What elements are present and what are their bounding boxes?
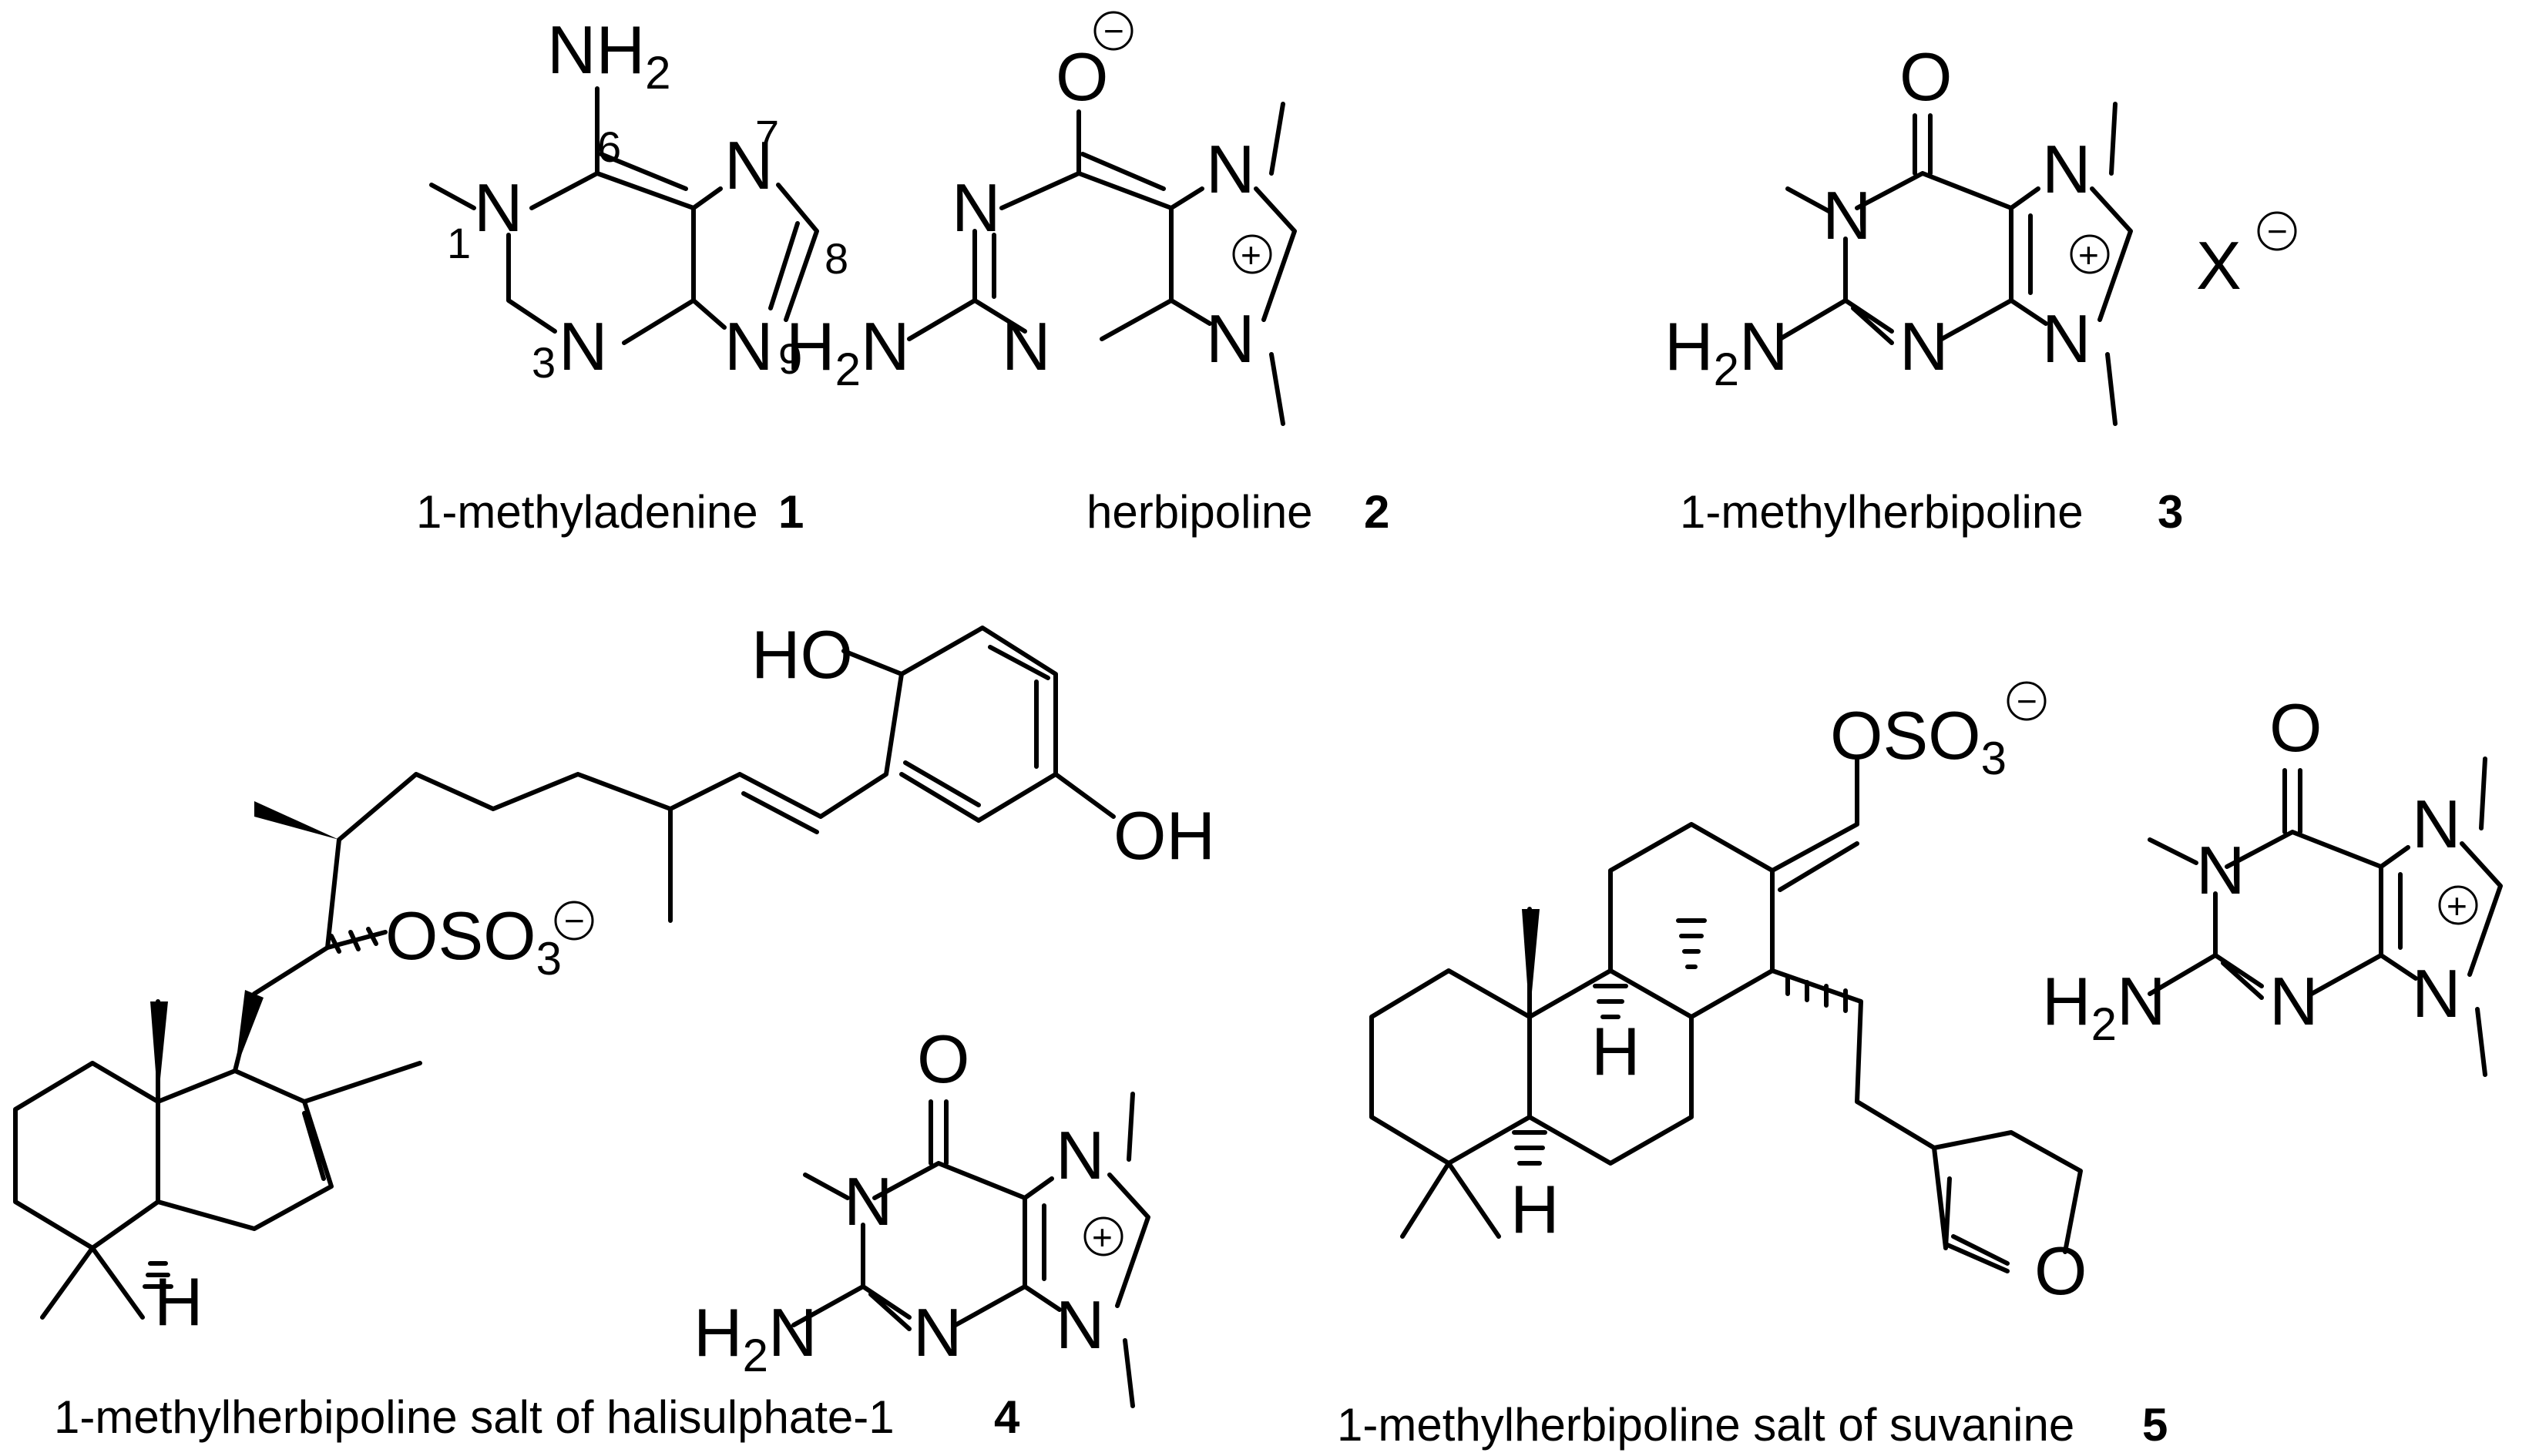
caption-4-name: 1-methylherbipoline salt of halisulphate… xyxy=(54,1391,895,1443)
s4-ho: HO xyxy=(751,616,853,693)
caption-3-number: 3 xyxy=(2158,486,2183,538)
s1-n3: N xyxy=(559,308,608,384)
s4-cation-plus-sign: + xyxy=(1092,1217,1113,1257)
s2-n3: N xyxy=(1002,308,1051,384)
s4-cation-h2n: H2N xyxy=(694,1294,818,1381)
s4-cation-n1: N xyxy=(844,1163,893,1240)
s4-h-hash xyxy=(143,1261,173,1289)
s2-o-charge xyxy=(1093,11,1134,51)
s2-n9: N xyxy=(1206,300,1255,377)
s5-cation-n7: N xyxy=(2412,786,2461,862)
s4-oso3-hash xyxy=(325,927,388,954)
structure-suvanine-salt: OSO3 − H H O O N N N N H2N + xyxy=(1369,681,2503,1309)
s1-bonds xyxy=(429,86,819,345)
s5-sidechain-hash xyxy=(1785,976,1848,1013)
s3-x-charge-sign: − xyxy=(2267,211,2288,251)
s4-angular-methyl-wedge xyxy=(150,1001,168,1102)
s3-h2n: H2N xyxy=(1664,308,1788,395)
s5-cation-bonds xyxy=(2148,757,2503,1077)
s5-oso3-charge-sign: − xyxy=(2017,681,2037,721)
s5-oso3-charge xyxy=(2007,681,2047,721)
s4-anion-bonds xyxy=(13,626,1116,1320)
s1-num-8: 8 xyxy=(825,234,848,283)
structure-halisulphate-1-salt: HO OH OSO3 − H O N N N N H2N + xyxy=(13,616,1215,1408)
s2-o-charge-sign: − xyxy=(1103,11,1124,51)
s2-plus-sign: + xyxy=(1241,235,1261,275)
s4-cation-n9: N xyxy=(1056,1287,1105,1363)
structure-1-methylherbipoline: O N N N N H2N + X − xyxy=(1664,39,2297,426)
caption-3-name: 1-methylherbipoline xyxy=(1680,486,2084,538)
s2-plus-charge xyxy=(1232,234,1272,274)
s4-oso3-charge xyxy=(554,901,594,941)
s2-n7: N xyxy=(1206,131,1255,207)
s4-methyl-wedge xyxy=(254,801,339,840)
s4-cation-plus xyxy=(1083,1216,1123,1256)
s1-nh2: NH2 xyxy=(547,12,670,99)
s5-cation-n9: N xyxy=(2412,955,2461,1032)
s4-h: H xyxy=(154,1263,203,1340)
s4-oh: OH xyxy=(1113,797,1215,874)
s5-cation-plus xyxy=(2438,885,2478,925)
s3-n1: N xyxy=(1822,177,1872,253)
s5-angular-methyl-wedge xyxy=(1522,909,1540,1017)
s3-o: O xyxy=(1899,39,1952,115)
s3-n9: N xyxy=(2042,300,2091,377)
s5-cation-plus-sign: + xyxy=(2447,886,2467,926)
s3-bonds xyxy=(1778,102,2133,426)
s5-anion-bonds xyxy=(1369,757,2083,1273)
s4-cation-o: O xyxy=(917,1021,969,1097)
structure-1-methyladenine: NH2 N N N N 1 3 6 7 8 9 xyxy=(429,12,848,387)
s3-x-charge xyxy=(2257,211,2297,251)
caption-4-number: 4 xyxy=(994,1391,1020,1443)
s5-oso3: OSO3 xyxy=(1830,697,2007,784)
s1-num-7: 7 xyxy=(755,111,779,159)
s3-plus-sign: + xyxy=(2078,235,2099,275)
caption-5-number: 5 xyxy=(2142,1399,2168,1451)
s1-n1: N xyxy=(474,169,523,246)
s2-bonds xyxy=(907,102,1297,426)
s3-plus-charge xyxy=(2070,234,2110,274)
s5-cation-o: O xyxy=(2269,689,2322,766)
s4-oso3: OSO3 xyxy=(385,897,562,985)
s4-cation-n3: N xyxy=(913,1294,962,1370)
s4-cation-bonds xyxy=(791,1092,1150,1408)
s5-h-hash-lower xyxy=(1512,1130,1547,1166)
s5-h-lower: H xyxy=(1510,1171,1560,1247)
s2-n1: N xyxy=(952,169,1001,246)
caption-1-number: 1 xyxy=(778,486,804,538)
s1-num-1: 1 xyxy=(447,219,471,267)
s4-cation-n7: N xyxy=(1056,1117,1105,1193)
caption-1-name: 1-methyladenine xyxy=(416,486,758,538)
s1-num-3: 3 xyxy=(532,338,556,387)
s1-num-6: 6 xyxy=(597,122,621,171)
s3-counterion-x: X xyxy=(2196,227,2242,304)
structure-herbipoline: O − N N N N H2N + xyxy=(786,11,1297,426)
s5-h-hash-upper xyxy=(1593,984,1628,1019)
s3-n7: N xyxy=(2042,131,2091,207)
s1-n9: N xyxy=(724,308,774,384)
s4-sidechain-wedge xyxy=(235,990,264,1071)
s1-n7: N xyxy=(724,127,774,203)
s4-oso3-charge-sign: − xyxy=(564,901,585,941)
caption-2-name: herbipoline xyxy=(1086,486,1313,538)
s5-cation-n3: N xyxy=(2269,963,2319,1039)
s2-o: O xyxy=(1056,39,1108,115)
s5-h-upper: H xyxy=(1591,1013,1641,1089)
s2-h2n: H2N xyxy=(786,308,910,395)
caption-5-name: 1-methylherbipoline salt of suvanine xyxy=(1337,1399,2074,1451)
caption-2-number: 2 xyxy=(1364,486,1389,538)
s3-n3: N xyxy=(1899,308,1949,384)
s5-methyl-hash xyxy=(1676,918,1707,969)
s5-cation-h2n: H2N xyxy=(2042,963,2166,1050)
s1-num-9: 9 xyxy=(778,334,802,383)
s5-cation-n1: N xyxy=(2196,832,2245,908)
s5-furan-o: O xyxy=(2034,1233,2087,1309)
